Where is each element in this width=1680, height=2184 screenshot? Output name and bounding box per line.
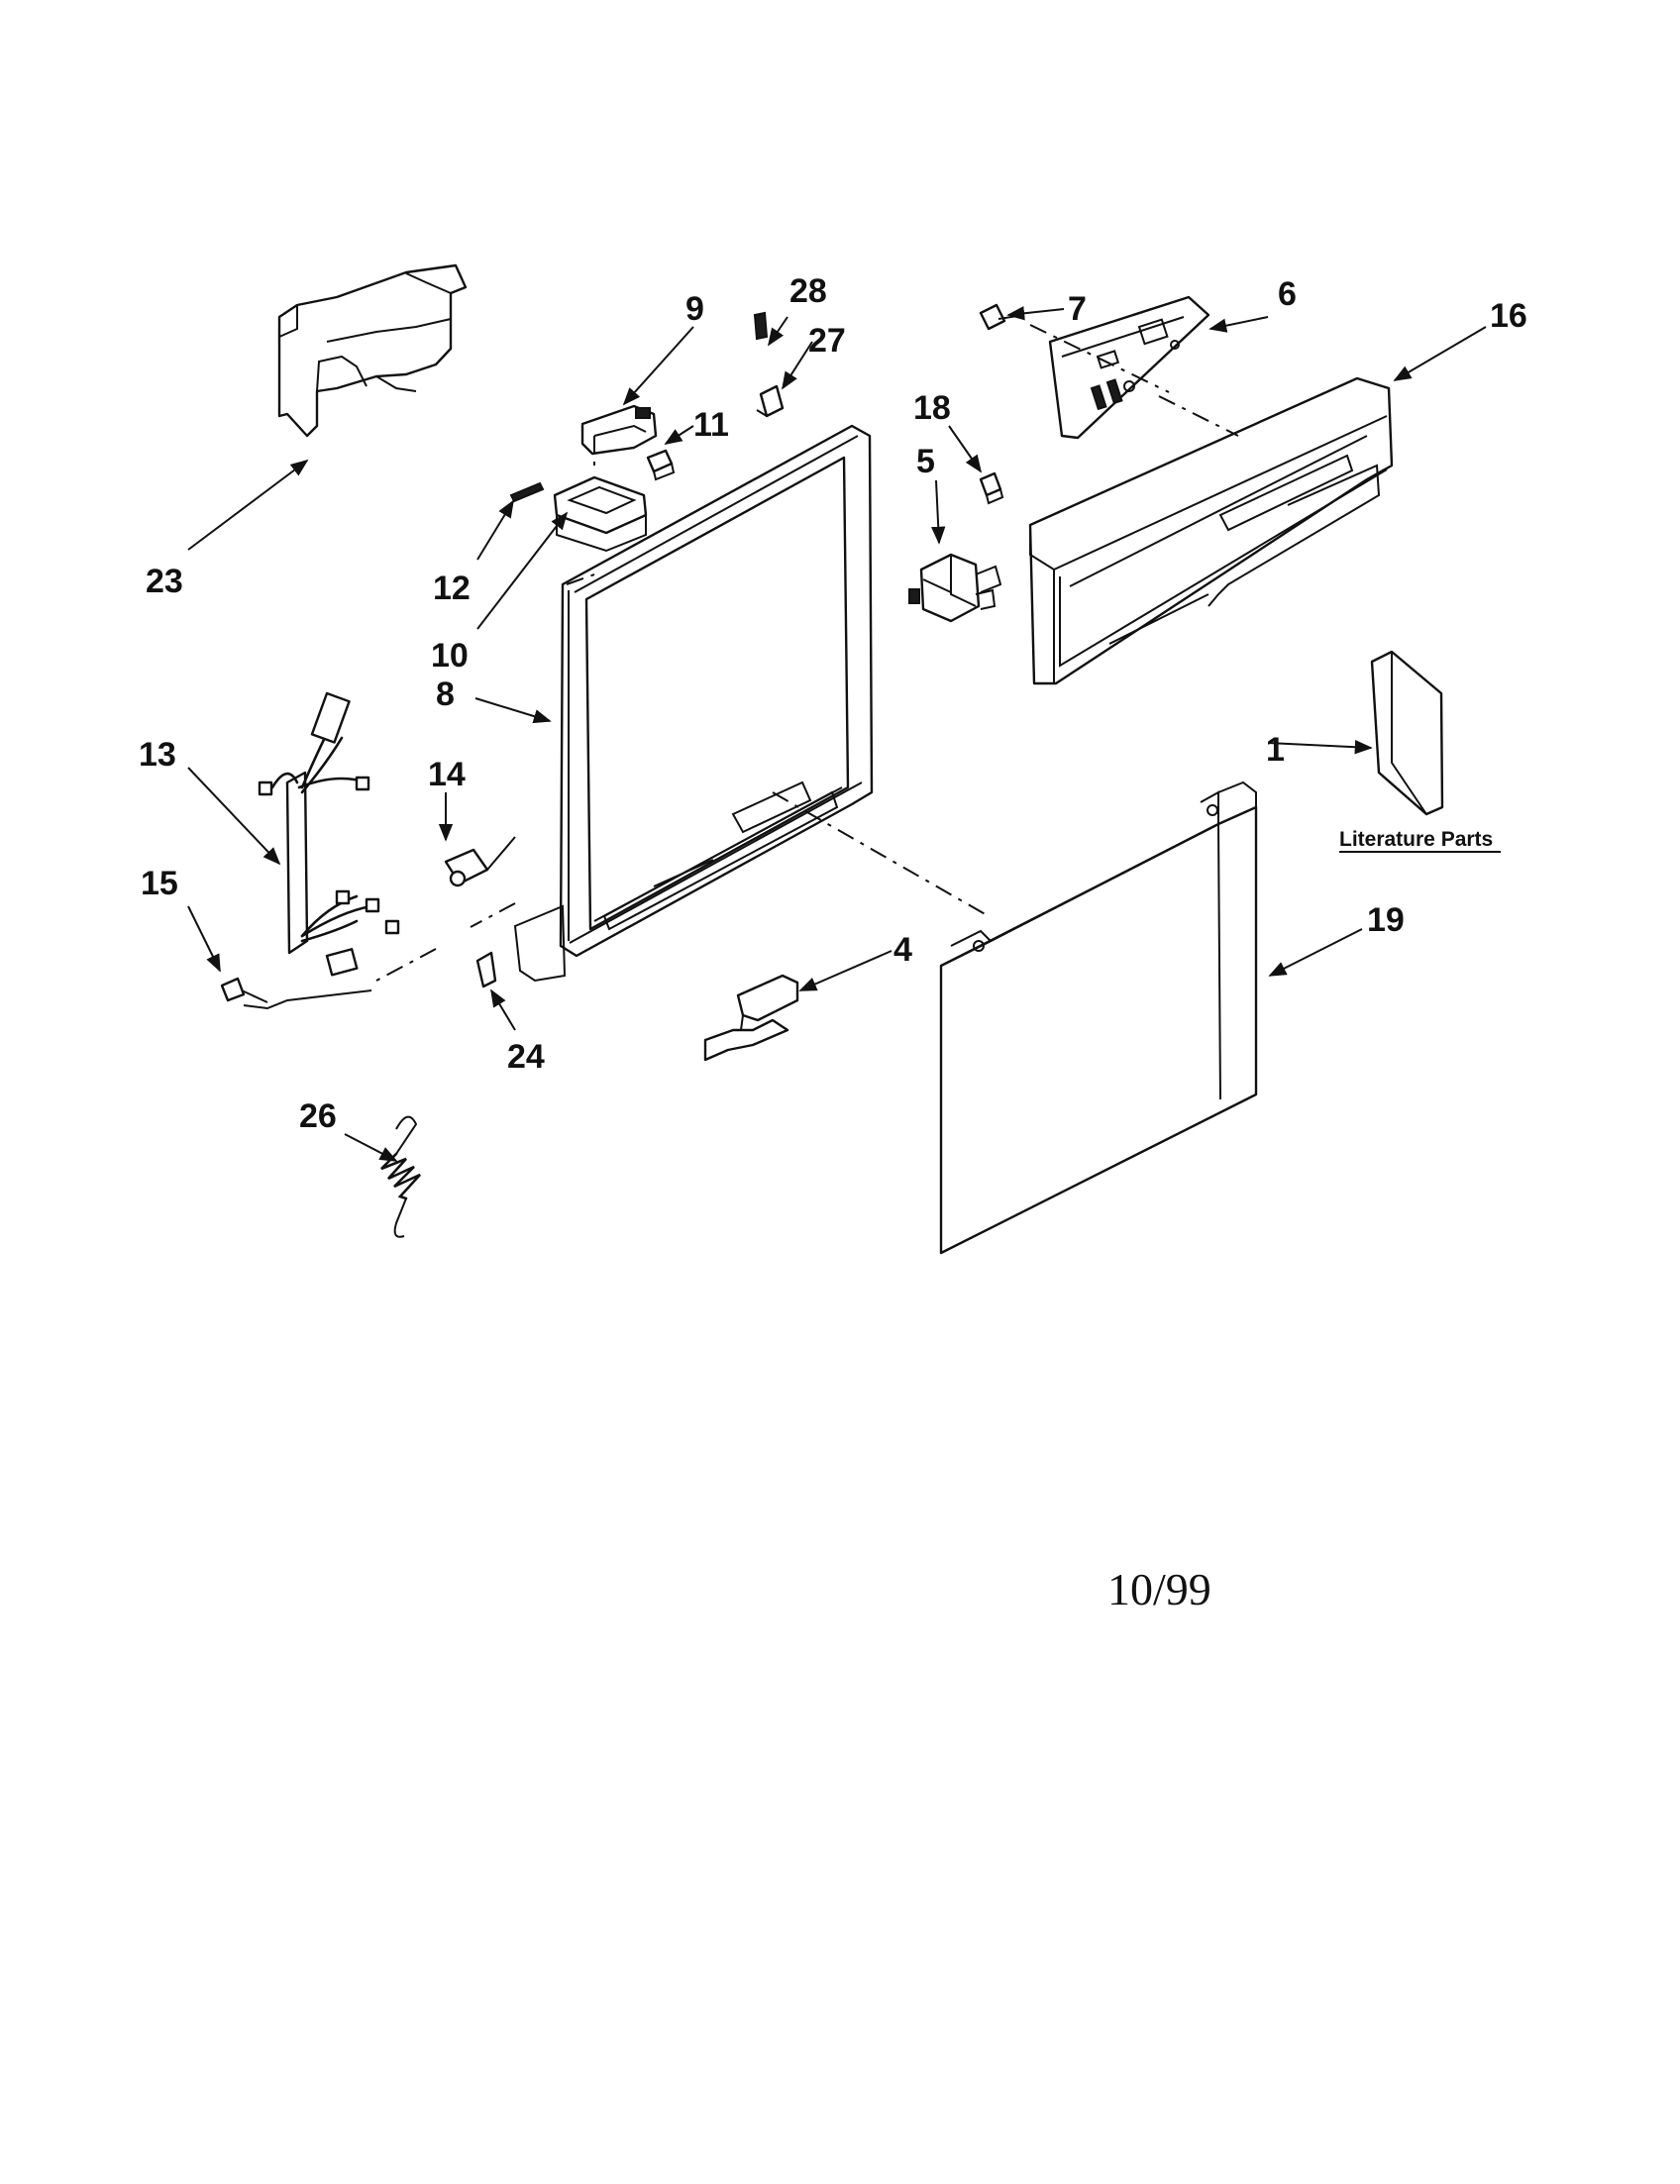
part-12-bar <box>509 481 545 503</box>
part-16-console <box>1028 376 1394 685</box>
part-19-door-panel <box>939 780 1258 1255</box>
callout-26: 26 <box>299 1097 337 1135</box>
callout-27: 27 <box>808 322 846 360</box>
callout-6: 6 <box>1278 275 1297 313</box>
callout-13: 13 <box>139 736 176 774</box>
callout-12: 12 <box>433 570 471 607</box>
literature-parts-label: Literature Parts <box>1339 828 1493 851</box>
literature-parts-label-group: Literature Parts <box>1339 828 1501 853</box>
callout-4: 4 <box>893 931 912 969</box>
callout-1: 1 <box>1266 731 1285 769</box>
part-23-shield <box>277 263 468 438</box>
part-4-hinge <box>703 974 799 1062</box>
part-27-clip <box>756 384 785 418</box>
part-18-bracket <box>979 471 1004 505</box>
callout-23: 23 <box>146 563 183 600</box>
part-6-control-panel <box>1048 295 1210 440</box>
part-15-screw <box>220 977 268 1003</box>
callout-18: 18 <box>913 389 951 427</box>
callout-8: 8 <box>436 676 455 713</box>
part-8-door-frame <box>513 424 874 983</box>
leader-arrows <box>187 306 1487 1162</box>
part-10-latch-housing <box>553 475 648 553</box>
callout-9: 9 <box>685 290 704 328</box>
callout-labels: 23 9 28 27 11 12 10 8 13 14 15 24 26 4 1… <box>139 272 1527 1135</box>
callout-11: 11 <box>693 406 729 444</box>
callout-10: 10 <box>431 637 469 675</box>
part-9-latch <box>580 404 658 456</box>
part-26-spring <box>380 1115 421 1238</box>
date-code: 10/99 <box>1107 1564 1211 1614</box>
part-24-clip <box>475 951 497 988</box>
callout-14: 14 <box>428 756 466 793</box>
part-11-switch <box>646 449 676 481</box>
part-1-literature <box>1370 650 1444 816</box>
part-13-wire-harness <box>258 691 400 977</box>
part-7-screw <box>979 303 1025 331</box>
callout-15: 15 <box>141 865 178 902</box>
callout-28: 28 <box>789 272 827 310</box>
part-28-spring <box>753 311 769 341</box>
callout-16: 16 <box>1490 297 1527 335</box>
callout-19: 19 <box>1367 901 1405 939</box>
callout-24: 24 <box>507 1038 545 1076</box>
part-14-connector <box>444 836 516 887</box>
alignment-lines <box>243 324 1239 1010</box>
callout-5: 5 <box>916 443 935 480</box>
callout-7: 7 <box>1068 290 1087 328</box>
part-5-module <box>908 553 1002 623</box>
